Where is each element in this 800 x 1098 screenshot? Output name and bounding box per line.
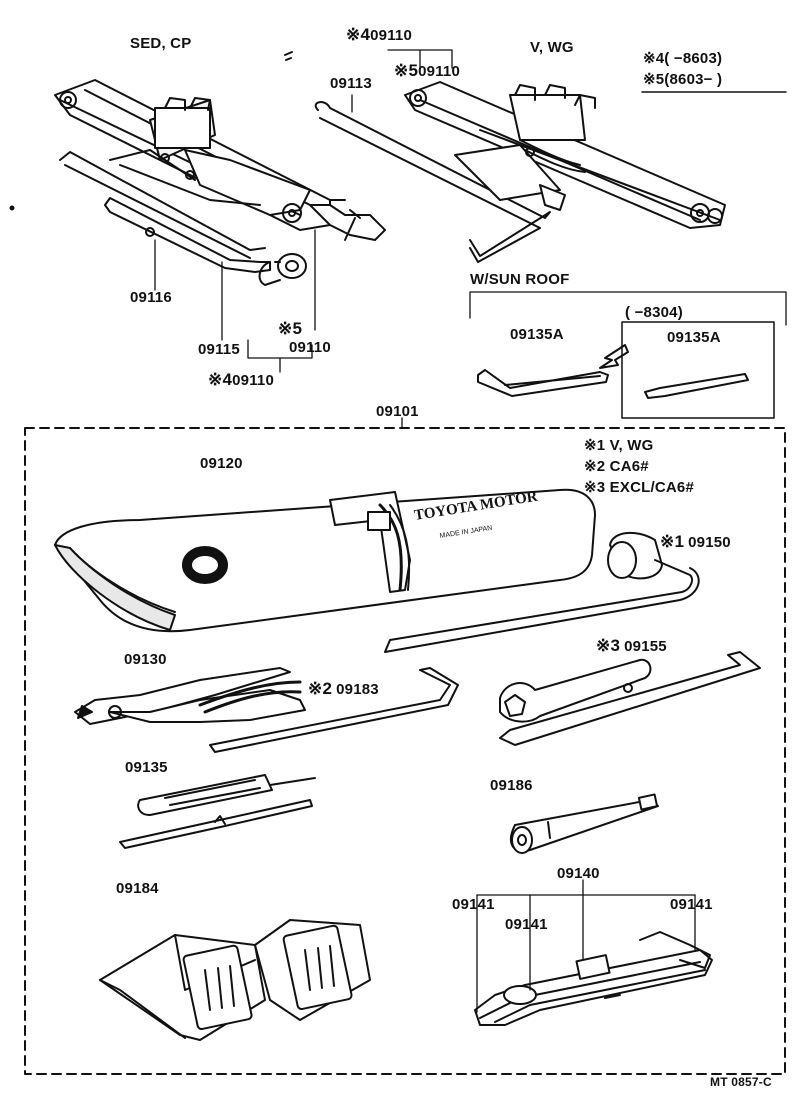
part-09140: 09140 bbox=[557, 865, 600, 882]
part-09110-left-mark-symbol: ※5 bbox=[278, 319, 303, 338]
tool-bar-09183 bbox=[209, 667, 459, 753]
note-3: ※3 EXCL/CA6# bbox=[584, 479, 695, 496]
note-4-range: ※4( −8603) bbox=[643, 50, 723, 67]
part-09110-top-mark: ※4 bbox=[346, 25, 371, 44]
part-09155-mark: ※3 bbox=[596, 636, 621, 655]
note-2: ※2 CA6# bbox=[584, 458, 649, 475]
jack-rod-09113 bbox=[314, 101, 551, 263]
extension-bar-09186 bbox=[510, 793, 659, 854]
leader-lines-left bbox=[154, 229, 316, 373]
jack-handle-sed bbox=[104, 197, 307, 286]
sunroof-tool-09135A bbox=[477, 369, 609, 397]
part-09135A-b: 09135A bbox=[667, 329, 721, 346]
note-sunroof-range: ( −8304) bbox=[625, 304, 683, 321]
part-09115: 09115 bbox=[198, 341, 240, 358]
part-09110-top: ※409110 bbox=[346, 26, 412, 43]
stray-marks bbox=[9, 51, 293, 211]
part-09183-number: 09183 bbox=[336, 681, 379, 698]
part-09135: 09135 bbox=[125, 759, 168, 776]
part-09101: 09101 bbox=[376, 403, 419, 420]
part-09183-mark: ※2 bbox=[308, 679, 333, 698]
header-sed-cp: SED, CP bbox=[130, 35, 192, 52]
part-09110-mid: ※509110 bbox=[394, 62, 460, 79]
part-09141-c: 09141 bbox=[670, 896, 713, 913]
lug-wrench-09155 bbox=[499, 651, 761, 746]
figure-id: MT 0857-C bbox=[710, 1075, 772, 1089]
screwdriver-09135 bbox=[119, 774, 316, 849]
part-09130: 09130 bbox=[124, 651, 167, 668]
part-09110-bottom-number: 09110 bbox=[232, 372, 274, 389]
scissor-jack-sed bbox=[54, 79, 386, 259]
scissor-jack-vwg bbox=[404, 81, 726, 229]
note-5-range: ※5(8603− ) bbox=[643, 71, 723, 88]
part-09110-bottom-mark: ※4 bbox=[208, 370, 233, 389]
part-09120: 09120 bbox=[200, 455, 243, 472]
part-09155-number: 09155 bbox=[624, 638, 667, 655]
wrench-set-09140 bbox=[474, 931, 713, 1026]
sunroof-inset-box bbox=[621, 321, 775, 419]
part-09116: 09116 bbox=[130, 289, 172, 306]
pliers-09130 bbox=[74, 667, 306, 725]
tool-pouch-09120: TOYOTA MOTOR MADE IN JAPAN bbox=[54, 489, 596, 633]
toolkit-boundary bbox=[24, 417, 786, 1075]
sunroof-arrow bbox=[599, 344, 629, 369]
part-09186: 09186 bbox=[490, 777, 533, 794]
spark-plug-wrench-09150 bbox=[384, 531, 700, 653]
part-09141-b: 09141 bbox=[505, 916, 548, 933]
sunroof-bracket bbox=[469, 291, 787, 326]
part-09184: 09184 bbox=[116, 880, 159, 897]
part-09110-left-mark: ※5 bbox=[278, 320, 302, 337]
part-09150-mark: ※1 bbox=[660, 532, 685, 551]
part-09110-mid-number: 09110 bbox=[418, 63, 460, 80]
part-09110-top-number: 09110 bbox=[370, 27, 412, 44]
wheel-chocks-09184 bbox=[99, 919, 371, 1041]
leader-lines-wrench bbox=[476, 879, 696, 1013]
header-w-sun-roof: W/SUN ROOF bbox=[470, 271, 570, 288]
part-09110-bottom: ※409110 bbox=[208, 371, 274, 388]
part-09113: 09113 bbox=[330, 75, 372, 92]
part-09150-number: 09150 bbox=[688, 534, 731, 551]
part-09110-mid-mark: ※5 bbox=[394, 61, 419, 80]
part-09135A-a: 09135A bbox=[510, 326, 564, 343]
header-v-wg: V, WG bbox=[530, 39, 574, 56]
leader-lines-top bbox=[351, 49, 453, 113]
note-1: ※1 V, WG bbox=[584, 437, 654, 454]
part-09141-a: 09141 bbox=[452, 896, 495, 913]
part-09110-left: 09110 bbox=[289, 339, 331, 356]
